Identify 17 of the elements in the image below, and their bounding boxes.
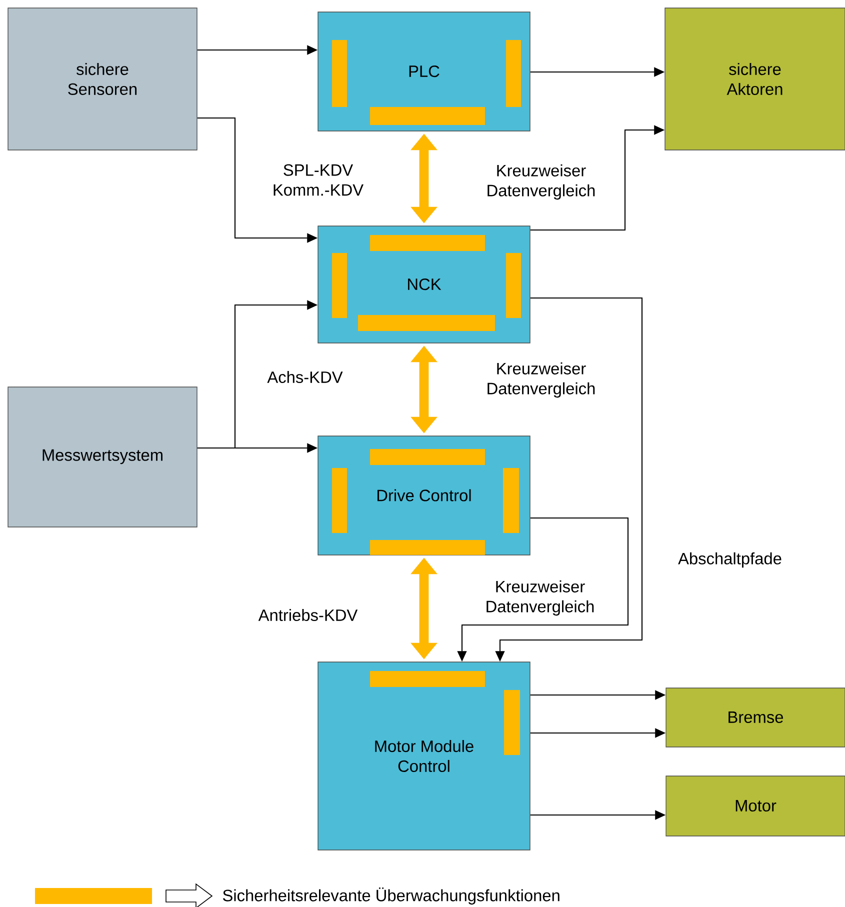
annotation-label: Achs-KDV <box>267 370 343 384</box>
edge-label: Kreuzweiser Datenvergleich <box>488 164 595 200</box>
legend-text: Sicherheitsrelevante Überwachungsfunktionen <box>222 887 560 905</box>
annotation-label: Kreuzweiser Datenvergleich <box>486 580 594 616</box>
annotation-label: Antriebs-KDV <box>258 608 358 622</box>
edge-label: Abschaltpfade <box>678 552 782 568</box>
process-box: NCK <box>318 226 530 344</box>
process-box: sichere Aktoren <box>664 8 845 150</box>
process-box: sichere Sensoren <box>8 8 198 150</box>
annotation-label: SPL-KDV Komm.-KDV <box>274 164 364 196</box>
process-box: Motor <box>666 776 845 836</box>
process-box: PLC <box>318 12 530 132</box>
edge-label: Kreuzweiser Datenvergleich <box>488 362 595 398</box>
process-box: Bremse <box>666 688 845 748</box>
process-box: Messwertsystem <box>8 386 198 528</box>
process-box: Motor Module Control <box>318 662 530 850</box>
process-box: Drive Control <box>318 436 530 556</box>
